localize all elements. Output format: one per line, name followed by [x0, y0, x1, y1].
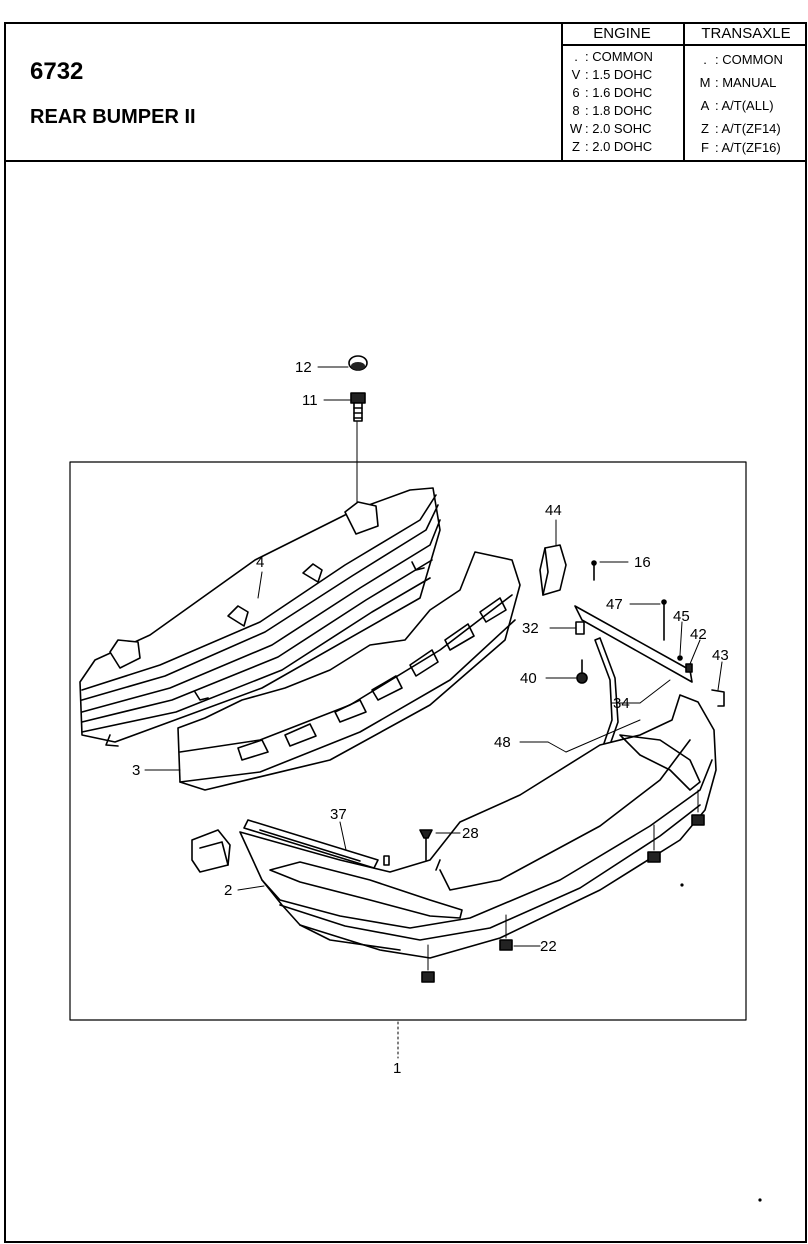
clip-part-42 — [685, 663, 693, 673]
stray-marks — [680, 883, 762, 1202]
transaxle-row: F : A/T(ZF16) — [685, 138, 807, 158]
engine-row: 8 : 1.8 DOHC — [561, 102, 685, 120]
transaxle-column: TRANSAXLE . : COMMON M : MANUAL A : A/T(ALL… — [685, 22, 807, 162]
callout-47: 47 — [606, 596, 623, 613]
cap-part-12 — [348, 355, 368, 371]
nut-part-22 — [421, 789, 705, 983]
header-block — [4, 22, 807, 162]
callout-43: 43 — [712, 647, 729, 664]
bolt-part-11 — [350, 392, 366, 422]
clip-part-45 — [677, 655, 683, 661]
transaxle-label: : A/T(ZF16) — [715, 140, 781, 155]
callout-44: 44 — [545, 502, 562, 519]
callout-48: 48 — [494, 734, 511, 751]
transaxle-row: M : MANUAL — [685, 73, 807, 93]
engine-code: 8 — [572, 103, 580, 118]
bracket-part-43 — [711, 689, 725, 707]
callout-1: 1 — [393, 1060, 401, 1077]
engine-label: : 2.0 SOHC — [585, 121, 652, 136]
engine-label: : 2.0 DOHC — [585, 139, 653, 154]
callout-37: 37 — [330, 806, 347, 823]
callout-2: 2 — [224, 882, 232, 899]
engine-code: 6 — [572, 85, 580, 100]
assembly-boundary — [69, 461, 747, 1021]
transaxle-row: A : A/T(ALL) — [685, 96, 807, 116]
callout-3: 3 — [132, 762, 140, 779]
callout-32: 32 — [522, 620, 539, 637]
bumper-cover-part-2 — [239, 694, 717, 959]
transaxle-label: : COMMON — [715, 52, 783, 67]
callout-45: 45 — [673, 608, 690, 625]
engine-row: 6 : 1.6 DOHC — [561, 84, 685, 102]
callout-28: 28 — [462, 825, 479, 842]
transaxle-row: Z : A/T(ZF14) — [685, 119, 807, 139]
callout-40: 40 — [520, 670, 537, 687]
engine-column: ENGINE . : COMMON V : 1.5 DOHC 6 : 1.6 DOHC… — [561, 22, 685, 162]
engine-label: : 1.6 DOHC — [585, 85, 653, 100]
page-frame — [4, 22, 807, 1243]
transaxle-label: : A/T(ZF14) — [715, 121, 781, 136]
side-bracket-left — [191, 829, 231, 873]
transaxle-code: . — [703, 52, 707, 67]
engine-code: . — [574, 49, 578, 64]
nut-part-40 — [576, 659, 588, 684]
clip-part-28 — [419, 829, 433, 861]
reinforcement-beam-part-4 — [79, 487, 441, 747]
transaxle-code: F — [701, 140, 709, 155]
engine-row: V : 1.5 DOHC — [561, 66, 685, 84]
engine-label: : COMMON — [585, 49, 653, 64]
engine-heading: ENGINE — [561, 22, 683, 46]
bracket-part-44 — [539, 544, 567, 596]
engine-code: Z — [572, 139, 580, 154]
screw-part-16 — [591, 560, 597, 581]
callout-12: 12 — [295, 359, 312, 376]
transaxle-row: . : COMMON — [685, 50, 807, 70]
callout-4: 4 — [256, 554, 264, 571]
transaxle-label: : A/T(ALL) — [715, 98, 774, 113]
transaxle-label: : MANUAL — [715, 75, 777, 90]
leader-lines — [144, 366, 723, 1059]
screw-part-47 — [661, 599, 667, 641]
transaxle-heading: TRANSAXLE — [685, 22, 807, 46]
callout-11: 11 — [302, 392, 318, 409]
engine-row: W: 2.0 SOHC — [561, 120, 685, 138]
clip-part-32 — [575, 621, 585, 635]
energy-absorber-part-3 — [177, 551, 521, 791]
callout-22: 22 — [540, 938, 557, 955]
engine-row: Z : 2.0 DOHC — [561, 138, 685, 156]
code-table — [561, 22, 807, 162]
engine-label: : 1.5 DOHC — [585, 67, 653, 82]
callout-34: 34 — [613, 695, 630, 712]
engine-code: W — [569, 121, 583, 136]
part-number: 6732 — [30, 58, 84, 85]
engine-code: V — [571, 67, 581, 82]
engine-label: : 1.8 DOHC — [585, 103, 653, 118]
page-title: REAR BUMPER II — [30, 106, 196, 128]
engine-row: . : COMMON — [561, 48, 685, 66]
callout-42: 42 — [690, 626, 707, 643]
callout-16: 16 — [634, 554, 651, 571]
transaxle-code: Z — [701, 121, 709, 136]
mounting-strip-part-37 — [243, 819, 390, 869]
transaxle-code: A — [700, 98, 710, 113]
transaxle-code: M — [699, 75, 711, 90]
